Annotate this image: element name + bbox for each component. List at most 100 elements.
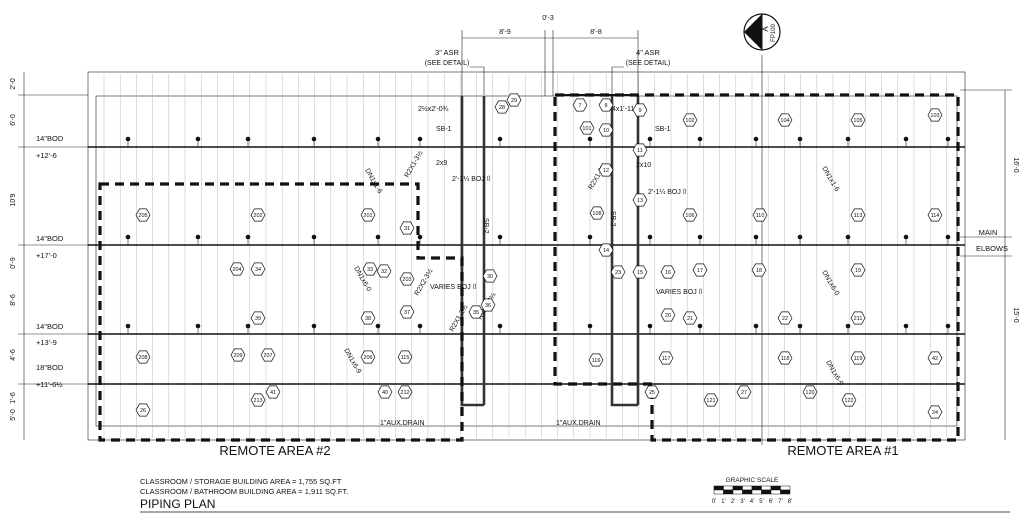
left-dimensions: 2'-0 6'-0 10'9 0'-9 8'-6 4'-6 1'-6 5'-0: [10, 72, 120, 440]
inner-outline: [95, 95, 958, 427]
plan-title: PIPING PLAN: [140, 497, 215, 511]
svg-text:29: 29: [511, 98, 517, 104]
svg-text:17: 17: [697, 268, 703, 274]
svg-text:7: 7: [578, 103, 581, 109]
svg-text:205: 205: [138, 213, 147, 219]
scale-bar-segment: [742, 485, 753, 491]
sprinkler-head-icon: [647, 136, 653, 142]
sprinkler-tag: 121: [703, 393, 719, 407]
sprinkler-head-icon: [195, 323, 201, 329]
pipe-note: 2x10: [636, 162, 651, 169]
sprinkler-head-icon: [647, 323, 653, 329]
sprinkler-tag: 32: [376, 264, 392, 278]
scale-bar-segment: [780, 485, 791, 491]
svg-text:2'-0: 2'-0: [10, 78, 17, 90]
section-sheet: FP100: [771, 24, 777, 42]
sprinkler-tag: 203: [399, 272, 415, 286]
svg-text:25: 25: [649, 390, 655, 396]
scale-bar-segment: [761, 485, 772, 491]
svg-text:106: 106: [685, 213, 694, 219]
sprinkler-head-icon: [753, 136, 759, 142]
svg-text:42: 42: [932, 356, 938, 362]
scale-bar-segment: [713, 489, 724, 495]
sprinkler-head-icon: [497, 136, 503, 142]
svg-text:0'-9: 0'-9: [10, 257, 17, 269]
sprinkler-tag: 27: [736, 385, 752, 399]
sprinkler-tag: 106: [682, 208, 698, 222]
remote-area-1-label: REMOTE AREA #1: [787, 443, 898, 458]
sprinkler-tag: 8: [598, 98, 614, 112]
svg-text:9: 9: [638, 108, 641, 114]
svg-text:(SEE DETAIL): (SEE DETAIL): [626, 60, 671, 67]
scale-tick-label: 3': [740, 499, 744, 505]
svg-text:4'-6: 4'-6: [10, 349, 17, 361]
scale-tick-label: 5': [759, 499, 763, 505]
sprinkler-tag: 35: [468, 305, 484, 319]
sprinkler-tag: 206: [360, 350, 376, 364]
svg-text:115: 115: [401, 355, 410, 361]
scale-tick-label: 7': [778, 499, 782, 505]
svg-text:28: 28: [499, 105, 505, 111]
svg-text:41: 41: [270, 390, 276, 396]
svg-text:5'-0: 5'-0: [10, 409, 17, 421]
sprinkler-tag: 22: [777, 311, 793, 325]
scale-bar-segment: [723, 489, 734, 495]
svg-text:40: 40: [382, 390, 388, 396]
asr-left: 3" ASR (SEE DETAIL): [425, 48, 485, 95]
sprinkler-tag: 30: [482, 269, 498, 283]
sprinkler-tag: 119: [850, 351, 866, 365]
pipe-note: SB-1: [655, 126, 671, 133]
pipe-note: SB-2: [482, 218, 489, 234]
branch-pipes: [88, 146, 965, 385]
svg-text:105: 105: [853, 118, 862, 124]
pipe-note: 1"AUX.DRAIN: [556, 420, 601, 427]
sprinkler-tag: 15: [632, 265, 648, 279]
svg-text:24: 24: [932, 410, 938, 416]
area-note-2: CLASSROOM / BATHROOM BUILDING AREA = 1,9…: [140, 487, 348, 496]
pipe-note: 2½x2'-0¾: [418, 105, 449, 113]
svg-text:4" ASR: 4" ASR: [636, 48, 661, 57]
scale-bar-segment: [761, 489, 772, 495]
pipe-note: 2'-1¼ BOJ ⌷: [648, 189, 687, 196]
pipe-note: VARIES BOJ ⌷: [656, 289, 703, 296]
sprinkler-tag: 122: [841, 393, 857, 407]
sprinkler-tag: 114: [927, 208, 943, 222]
sprinkler-tag: 117: [658, 351, 674, 365]
sprinkler-head-icon: [245, 323, 251, 329]
sprinkler-head-icon: [945, 136, 951, 142]
scale-bar-segment: [751, 485, 762, 491]
svg-text:11: 11: [637, 148, 643, 154]
sprinkler-tag: 102: [682, 113, 698, 127]
sprinkler-head-icon: [845, 234, 851, 240]
pipe-note: DN1x6-9: [824, 360, 844, 388]
sprinkler-tag: 108: [589, 206, 605, 220]
svg-text:+17'-0: +17'-0: [36, 251, 57, 260]
sprinkler-head-icon: [697, 136, 703, 142]
remote-areas: [98, 93, 960, 442]
sprinkler-tag: 34: [250, 262, 266, 276]
sprinkler-tag: 24: [927, 405, 943, 419]
pipe-note: DN1x6-0: [820, 270, 840, 298]
sprinkler-tag: 116: [588, 353, 604, 367]
svg-text:10: 10: [603, 128, 609, 134]
sprinkler-head-icon: [697, 323, 703, 329]
sprinkler-tag: 105: [850, 113, 866, 127]
section-letter: A: [761, 26, 770, 32]
feed-mains: [460, 94, 640, 407]
sprinkler-head-icon: [417, 234, 423, 240]
sprinkler-tag: 21: [682, 311, 698, 325]
pipe-note: R2X1-2½: [448, 303, 470, 333]
sprinkler-tag: 26: [135, 403, 151, 417]
svg-text:36: 36: [485, 303, 491, 309]
sprinkler-tag: 202: [250, 208, 266, 222]
sprinkler-head-icon: [497, 234, 503, 240]
svg-text:202: 202: [253, 213, 262, 219]
sprinkler-tag: 205: [135, 208, 151, 222]
sprinkler-tag: 104: [777, 113, 793, 127]
svg-text:203: 203: [402, 277, 411, 283]
scale-tick-label: 0': [712, 499, 716, 505]
sprinkler-tag: 118: [777, 351, 793, 365]
sprinkler-tag: 212: [397, 385, 413, 399]
sprinkler-head-icon: [647, 234, 653, 240]
